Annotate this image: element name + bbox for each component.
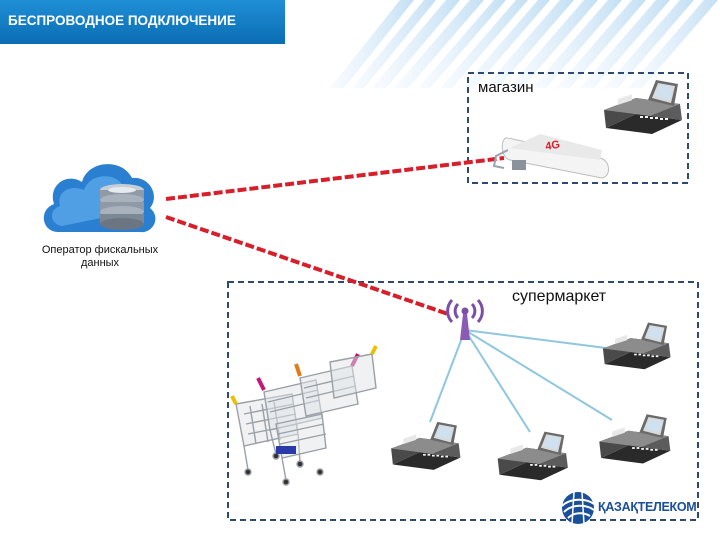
logo-text: ҚАЗАҚТЕЛЕКОМ [598, 500, 697, 514]
cash-register-icon [604, 80, 682, 134]
wifi-antenna-icon [446, 298, 484, 340]
decorative-stripes [330, 0, 718, 88]
cash-register-icon [391, 421, 461, 470]
shopping-carts-image [230, 345, 378, 486]
supermarket-zone-box [227, 281, 699, 521]
link-to-supermarket [165, 215, 449, 316]
supermarket-label: супермаркет [512, 288, 607, 305]
store-zone-box [467, 72, 689, 184]
cloud-database-icon [43, 164, 156, 233]
cash-register-icon [599, 414, 671, 464]
cash-register-icon [602, 322, 671, 370]
wifi-links [429, 329, 613, 433]
kazakhtelecom-logo-icon [561, 491, 595, 525]
modem-4g-marking: 4G [544, 139, 561, 153]
operator-label: Оператор фискальных данных [41, 244, 159, 269]
cash-register-icon [497, 431, 568, 481]
link-to-store [165, 156, 505, 201]
store-label: магазин [478, 79, 534, 96]
usb-modem-icon: 4G [492, 134, 609, 179]
title-banner: БЕСПРОВОДНОЕ ПОДКЛЮЧЕНИЕ [0, 0, 285, 44]
page-title: БЕСПРОВОДНОЕ ПОДКЛЮЧЕНИЕ [8, 13, 236, 28]
